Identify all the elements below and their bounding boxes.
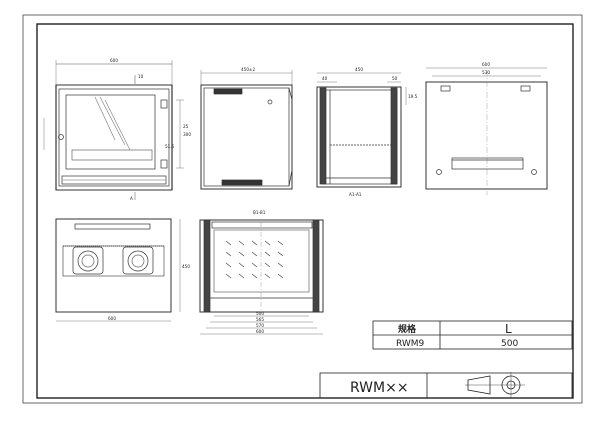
section-dim-1: 500 <box>256 311 264 316</box>
section-dim-4: 600 <box>256 329 264 334</box>
rack-caption: A1-A1 <box>349 192 362 197</box>
spec-model: RWM9 <box>396 339 425 349</box>
rack-view <box>316 72 407 188</box>
rack-side-label: 19.5 <box>408 94 418 99</box>
rear-inner-label: 530 <box>482 70 490 75</box>
side-view <box>200 70 293 190</box>
rack-right-label: 50 <box>392 76 398 81</box>
rear-outer-label: 600 <box>482 62 490 67</box>
front-side-label-c: 51.5 <box>165 144 175 149</box>
spec-header: 规格 <box>398 323 417 335</box>
front-view <box>43 60 184 200</box>
section-label: B1-B1 <box>253 210 266 215</box>
top-width-label: 600 <box>108 316 116 321</box>
top-view <box>55 218 181 322</box>
section-view <box>199 219 324 335</box>
front-side-label-a: 300 <box>183 132 191 137</box>
rear-view <box>425 67 548 195</box>
model-code: RWM×× <box>350 380 409 396</box>
outer-border <box>22 14 583 404</box>
front-section-mark: A <box>130 196 133 201</box>
section-dim-2: 565 <box>256 317 264 322</box>
side-depth-label: 450±2 <box>241 67 256 72</box>
projection-symbol-icon <box>465 372 525 398</box>
rack-left-label: 40 <box>322 76 328 81</box>
spec-value: 500 <box>501 339 518 349</box>
spec-table <box>372 320 573 350</box>
inner-border <box>36 23 574 399</box>
front-width-label: 600 <box>110 58 118 63</box>
front-top-label: 10 <box>138 74 144 79</box>
title-block <box>319 372 573 399</box>
front-side-label-b: 25 <box>183 124 189 129</box>
spec-value-header: L <box>505 322 512 336</box>
section-dim-3: 570 <box>256 323 264 328</box>
top-depth-label: 450 <box>182 264 190 269</box>
rack-total-label: 450 <box>355 67 363 72</box>
